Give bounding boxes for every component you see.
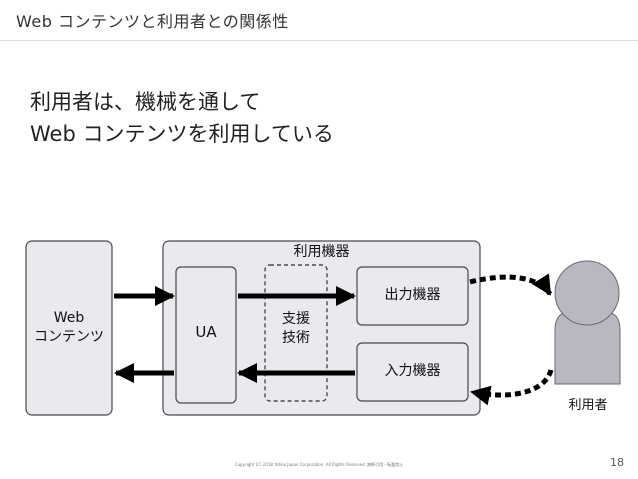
output-device-label: 出力機器 bbox=[384, 287, 441, 303]
assistive-tech-box bbox=[264, 264, 328, 402]
device-group-label: 利用機器 bbox=[293, 244, 350, 260]
ua-label: UA bbox=[195, 323, 217, 341]
arrow-output-to-user bbox=[469, 273, 553, 296]
user-figure-icon bbox=[554, 260, 621, 385]
copyright-notice: Copyright (C) 2018 Yahoo Japan Corporati… bbox=[234, 462, 404, 467]
assistive-tech-label: 支援 技術 bbox=[282, 311, 310, 346]
title-divider bbox=[0, 40, 638, 41]
input-device-box bbox=[356, 342, 469, 402]
slide-title: Web コンテンツと利用者との関係性 bbox=[16, 12, 289, 31]
lead-line-2: Web コンテンツを利用している bbox=[30, 122, 334, 146]
web-content-label: Web コンテンツ bbox=[34, 310, 104, 345]
output-device-box bbox=[356, 266, 469, 326]
lead-text: 利用者は、機械を通して Web コンテンツを利用している bbox=[30, 86, 334, 150]
arrow-user-to-input bbox=[470, 369, 554, 406]
web-content-box bbox=[25, 240, 113, 416]
input-device-label: 入力機器 bbox=[384, 363, 441, 379]
page-number: 18 bbox=[610, 456, 624, 469]
user-label: 利用者 bbox=[568, 398, 608, 413]
ua-box bbox=[175, 266, 237, 404]
lead-line-1: 利用者は、機械を通して bbox=[30, 90, 261, 114]
